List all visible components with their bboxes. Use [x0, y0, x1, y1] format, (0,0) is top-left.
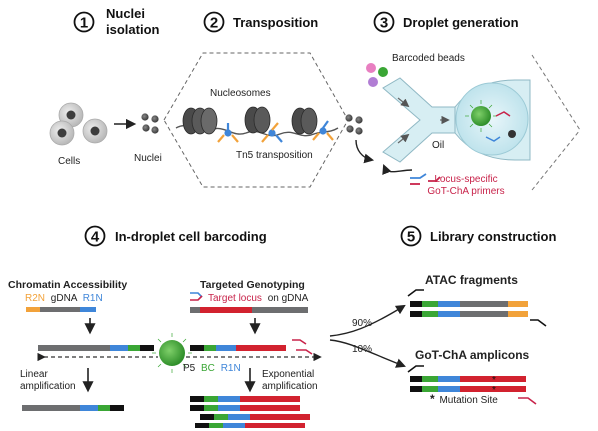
barcoded-beads-icons: [366, 63, 388, 87]
nuclei-cluster: [141, 113, 159, 134]
cells-cluster: [49, 102, 108, 146]
step-5-header: 5 Library construction: [400, 225, 556, 247]
linear-amp-label-2: amplification: [20, 381, 76, 392]
gdna-target-fragment: [190, 307, 308, 313]
droplet-bead: [465, 100, 497, 132]
target-locus-legend: [190, 292, 203, 301]
target-locus-caption: Target locus on gDNA: [208, 293, 309, 304]
primers-label-line2: GoT-ChA primers: [427, 186, 504, 197]
step-1-header: 1 Nuclei isolation: [73, 6, 160, 37]
gotcha-library-amplicons: * *: [407, 365, 537, 405]
step-3-title: Droplet generation: [403, 15, 519, 30]
step-5-title: Library construction: [430, 229, 556, 244]
atac-library-fragments: [407, 289, 547, 327]
droplet-nucleus: [508, 130, 516, 138]
tn5-transposome-1: [217, 123, 239, 143]
barcoded-beads-label: Barcoded beads: [392, 53, 465, 64]
mutation-site-caption: * Mutation Site: [430, 392, 498, 406]
step-3-header: 3 Droplet generation: [373, 11, 519, 33]
step-2-header: 2 Transposition: [203, 11, 318, 33]
exp-amp-label-2: amplification: [262, 381, 318, 392]
right-captured-fragment: [190, 339, 313, 355]
step-1-title: Nuclei: [106, 6, 145, 21]
linear-amp-product: [22, 405, 124, 411]
step-5-number: 5: [407, 229, 415, 246]
barcoding-row: [37, 333, 322, 373]
linear-amp-label-1: Linear: [20, 369, 48, 380]
chromatin-segment-legend: R2N gDNA R1N: [25, 293, 103, 304]
step-2-title: Transposition: [233, 15, 318, 30]
zoom-line-top: [531, 54, 581, 131]
cells-label: Cells: [58, 156, 80, 167]
nucleosome-pair-2: [244, 106, 271, 134]
step-2-number: 2: [210, 15, 218, 32]
exponential-amp-products: [190, 396, 310, 428]
mutation-star-1: *: [492, 375, 496, 386]
nucleosomes-label: Nucleosomes: [210, 88, 271, 99]
percent-10-label: 10%: [352, 344, 372, 355]
chromatin-accessibility-label: Chromatin Accessibility: [8, 279, 127, 291]
zoom-line-bottom: [531, 129, 581, 191]
step-1-number: 1: [80, 15, 88, 32]
step-4-number: 4: [91, 229, 100, 246]
step-3-number: 3: [380, 15, 388, 32]
droplet-primer-blue: [485, 136, 501, 142]
step-4-header: 4 In-droplet cell barcoding: [84, 225, 267, 247]
mutation-star-2: *: [492, 385, 496, 396]
droplet: [455, 82, 529, 156]
atac-input-fragment: [26, 307, 96, 312]
targeted-genotyping-label: Targeted Genotyping: [200, 279, 305, 291]
primers-icon: [410, 173, 441, 185]
left-captured-fragment: [38, 345, 154, 351]
gotcha-amplicons-label: GoT-ChA amplicons: [415, 348, 530, 362]
oil-label: Oil: [432, 140, 444, 151]
nucleosome-pair-1: [182, 107, 218, 135]
droplet-primer-red: [495, 111, 511, 117]
step-1-title-line2: isolation: [106, 22, 160, 37]
tn5-transposome-3: [312, 120, 334, 141]
nucleosome-pair-3: [291, 107, 318, 135]
transposed-nuclei: [345, 114, 363, 135]
nuclei-label: Nuclei: [134, 153, 162, 164]
arrow-90-percent: [329, 304, 406, 337]
step-4-title: In-droplet cell barcoding: [115, 229, 267, 244]
exp-amp-label-1: Exponential: [262, 369, 314, 380]
primers-label-line1: Locus-specific: [434, 174, 497, 185]
arrow-into-chip: [355, 139, 375, 164]
bead-oligo-legend: P5 BC R1N: [183, 363, 241, 374]
tn5-label: Tn5 transposition: [236, 150, 313, 161]
tn5-transposome-2: [261, 122, 283, 143]
barcode-bead: [152, 333, 192, 373]
arrow-primers-to-chip: [382, 164, 413, 175]
percent-90-label: 90%: [352, 318, 372, 329]
arrow-10-percent: [329, 339, 406, 368]
atac-fragments-label: ATAC fragments: [425, 273, 518, 287]
